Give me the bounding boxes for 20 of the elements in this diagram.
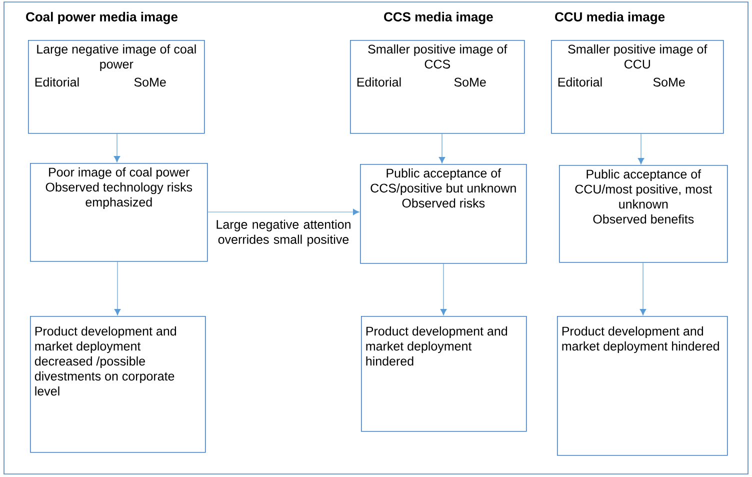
- arrow: [438, 134, 446, 164]
- text-box: Product development and market deployment decreased /possible divestments on corporate level: [30, 316, 206, 453]
- text-box: Poor image of coal power Observed technology risks emphasized: [30, 163, 208, 262]
- column-title: CCU media image: [555, 12, 665, 24]
- text-box: Large negative image of coal power Editorial SoMe: [28, 40, 205, 134]
- text-box: Product development and market deployment hindered: [557, 316, 728, 456]
- text-box: Smaller positive image of CCU Editorial SoMe: [551, 40, 724, 134]
- column-title: CCS media image: [384, 12, 493, 24]
- text-box: Product development and market deployment hindered: [361, 316, 527, 432]
- arrow: [440, 264, 447, 316]
- arrow: [114, 262, 121, 316]
- edge-label: Large negative attention overrides small positive: [216, 220, 350, 246]
- text-box: Smaller positive image of CCS Editorial SoMe: [350, 40, 525, 134]
- arrow: [638, 134, 644, 164]
- text-box: Public acceptance of CCU/most positive, most unknown Observed benefits: [559, 165, 728, 263]
- arrow: [640, 262, 646, 316]
- column-title: Coal power media image: [26, 12, 178, 24]
- arrow: [208, 208, 360, 216]
- text-box: Public acceptance of CCS/positive but unknown Observed risks: [360, 164, 527, 264]
- arrow: [114, 134, 120, 162]
